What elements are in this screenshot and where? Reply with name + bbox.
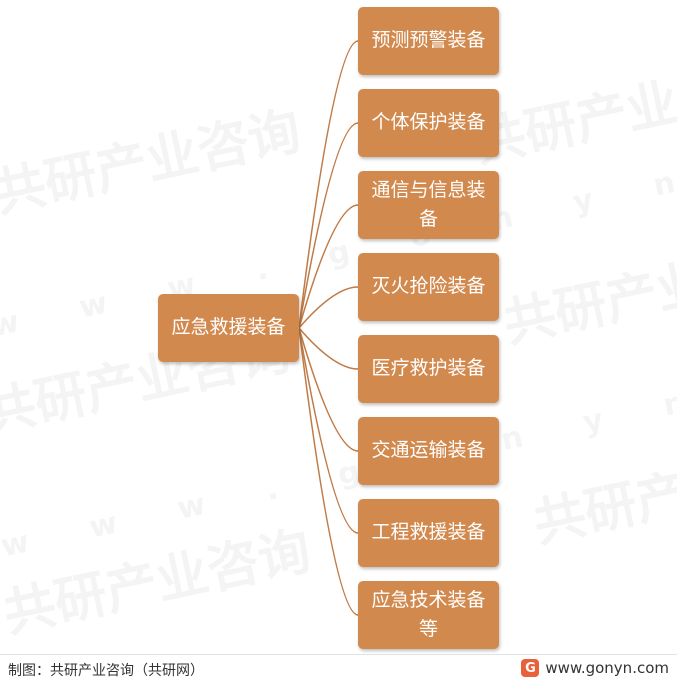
child-node-forecast-warning: 预测预警装备 xyxy=(358,7,499,75)
child-node-firefighting-rescue: 灭火抢险装备 xyxy=(358,253,499,321)
connector-line-7 xyxy=(298,327,359,616)
footer-divider xyxy=(0,654,677,655)
child-node-label: 医疗救护装备 xyxy=(371,357,486,380)
child-node-label: 通信与信息装备 xyxy=(371,178,486,230)
footer-website[interactable]: G www.gonyn.com xyxy=(521,659,669,677)
connector-line-6 xyxy=(298,327,359,534)
footer-source: 制图：共研产业咨询（共研网） xyxy=(8,663,204,679)
gonyn-logo-icon: G xyxy=(521,659,540,677)
child-node-emergency-technology: 应急技术装备等 xyxy=(358,581,499,649)
connector-line-5 xyxy=(298,327,359,452)
child-node-label: 预测预警装备 xyxy=(371,29,486,52)
child-node-medical-rescue: 医疗救护装备 xyxy=(358,335,499,403)
child-node-personal-protection: 个体保护装备 xyxy=(358,89,499,157)
child-node-engineering-rescue: 工程救援装备 xyxy=(358,499,499,567)
child-node-label: 应急技术装备等 xyxy=(371,588,486,640)
child-node-label: 个体保护装备 xyxy=(371,111,486,134)
child-node-communication-information: 通信与信息装备 xyxy=(358,171,499,239)
child-node-label: 工程救援装备 xyxy=(371,521,486,544)
child-node-label: 灭火抢险装备 xyxy=(371,275,486,298)
child-node-label: 交通运输装备 xyxy=(371,439,486,462)
connector-line-0 xyxy=(298,40,359,329)
root-node: 应急救援装备 xyxy=(158,294,299,362)
connector-line-2 xyxy=(298,204,359,329)
child-node-transportation: 交通运输装备 xyxy=(358,417,499,485)
root-node-label: 应急救援装备 xyxy=(171,316,286,339)
connector-line-3 xyxy=(298,286,359,329)
connector-line-1 xyxy=(298,122,359,329)
footer-website-text: www.gonyn.com xyxy=(545,659,669,677)
connector-line-4 xyxy=(298,327,359,370)
